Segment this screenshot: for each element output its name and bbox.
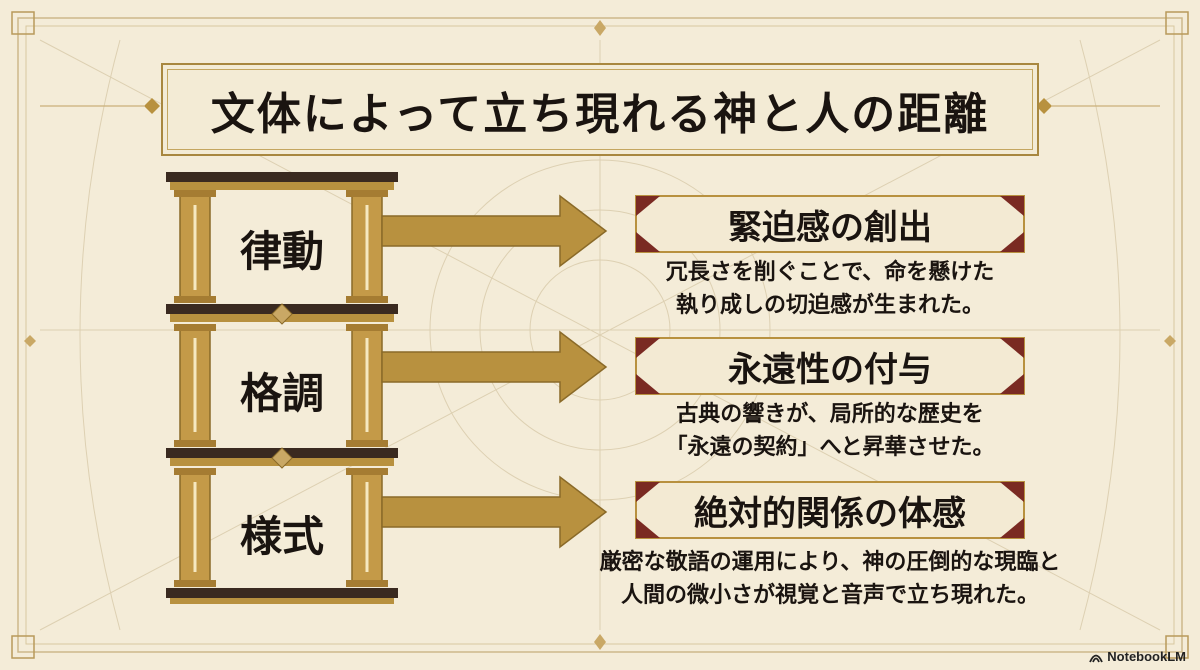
pillar-label-rhythm: 律動 [239,227,324,276]
description-line: 執り成しの切迫感が生まれた。 [675,293,984,318]
result-title-2: 永遠性の付与 [728,349,932,390]
notebooklm-brand: NotebookLM [1089,649,1186,664]
pillar-label-dignity: 格調 [239,369,324,418]
description-line: 人間の微小さが視覚と音声で立ち現れた。 [620,583,1039,608]
description-line: 「永遠の契約」へと昇華させた。 [665,435,995,460]
notebooklm-logo-icon [1089,654,1104,662]
pillar-label-style: 様式 [239,512,324,561]
page-title: 文体によって立ち現れる神と人の距離 [210,88,990,140]
result-title-1: 緊迫感の創出 [728,207,932,248]
brand-label: NotebookLM [1107,649,1186,664]
description-line: 冗長さを削ぐことで、命を懸けた [665,260,995,285]
description-line: 厳密な敬語の運用により、神の圧倒的な現臨と [599,550,1061,575]
arrow-icon [382,477,606,547]
result-description-2: 古典の響きが、局所的な歴史を 「永遠の契約」へと昇華させた。 [636,398,1024,464]
result-description-1: 冗長さを削ぐことで、命を懸けた 執り成しの切迫感が生まれた。 [636,256,1024,322]
arrow-icon [382,332,606,402]
result-description-3: 厳密な敬語の運用により、神の圧倒的な現臨と 人間の微小さが視覚と音声で立ち現れた… [560,546,1100,612]
title-banner: 文体によって立ち現れる神と人の距離 [161,63,1039,156]
arrow-icon [382,196,606,266]
description-line: 古典の響きが、局所的な歴史を [676,402,984,427]
result-title-3: 絶対的関係の体感 [694,493,966,534]
